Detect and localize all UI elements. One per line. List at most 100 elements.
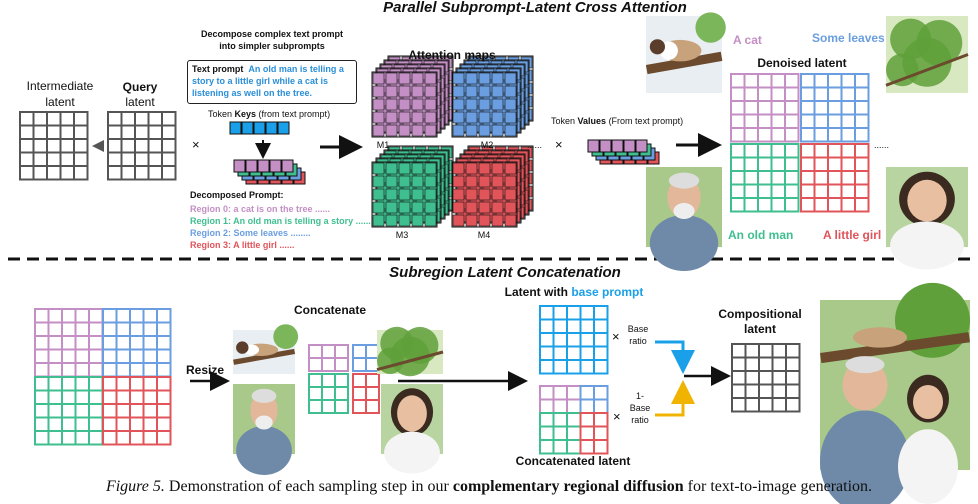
photo-cat xyxy=(645,12,726,93)
photo-girl xyxy=(886,167,968,270)
resized-cat-grid xyxy=(308,344,349,372)
latent-base-colored: base prompt xyxy=(571,285,644,299)
map-label-m2: M2 xyxy=(480,140,494,150)
arrow-cyan-icon xyxy=(655,340,695,374)
photo-leaves xyxy=(885,16,969,93)
ellipsis-dots-2: ...... xyxy=(874,140,890,150)
token-values-bold: Values xyxy=(577,116,607,126)
one-minus-1: 1- xyxy=(635,391,645,401)
arrow-right-icon xyxy=(92,140,104,152)
concat-leaves-grid xyxy=(579,385,609,414)
concat-girl-grid xyxy=(579,412,609,455)
bottom-quadrant-girl xyxy=(102,376,172,446)
latent-grids xyxy=(19,73,870,455)
text-prompt-box: Text prompt An old man is telling a stor… xyxy=(187,60,357,104)
photo-illustrations xyxy=(233,12,970,504)
compositional-label-1: Compositional xyxy=(718,307,802,321)
concat-cat-grid xyxy=(539,385,582,414)
attention-map-stacks xyxy=(371,55,534,228)
times-icon-3: × xyxy=(612,329,620,344)
decomposed-key-bar-3 xyxy=(233,159,294,173)
resized-man-grid xyxy=(308,373,349,414)
region-2: Region 2: Some leaves ........ xyxy=(190,228,311,238)
token-values-suffix: (From text prompt) xyxy=(606,116,684,126)
intermediate-latent-label-2: latent xyxy=(45,95,75,109)
concatenated-latent-label: Concatenated latent xyxy=(515,454,631,468)
denoised-quadrant-leaves xyxy=(800,73,870,143)
attention-map-m1 xyxy=(371,55,454,138)
times-icon-2: × xyxy=(555,137,563,152)
one-minus-2: Base xyxy=(629,403,651,413)
section-title-top: Parallel Subprompt-Latent Cross Attentio… xyxy=(383,0,687,16)
concatenate-label: Concatenate xyxy=(293,303,367,317)
map-label-m3: M3 xyxy=(395,230,409,240)
token-values-bar-3 xyxy=(587,139,648,153)
resized-girl-grid xyxy=(352,373,380,414)
caption-suffix: for text-to-image generation. xyxy=(683,478,873,495)
attention-map-m4-layer xyxy=(451,161,518,228)
denoised-latent-label: Denoised latent xyxy=(757,56,847,70)
token-values-prefix: Token xyxy=(551,116,578,126)
photo-man xyxy=(646,167,722,271)
times-icon: × xyxy=(192,137,200,152)
arrows xyxy=(92,133,731,417)
denoised-quadrant-man xyxy=(730,143,800,213)
region-0: Region 0: a cat is on the tree ...... xyxy=(190,204,331,214)
latent-base-label: Latent with base prompt xyxy=(504,285,644,299)
attention-map-m3 xyxy=(371,145,454,228)
section-title-bottom: Subregion Latent Concatenation xyxy=(389,264,621,281)
photo-girl-resized xyxy=(381,384,443,474)
token-values-label: Token Values (From text prompt) xyxy=(551,116,684,127)
base-ratio-1: Base xyxy=(627,324,649,334)
decompose-note-2: into simpler subprompts xyxy=(219,41,325,51)
resize-label: Resize xyxy=(185,363,225,377)
latent-base-prefix: Latent with xyxy=(504,285,572,299)
caption-mid: Demonstration of each sampling step in o… xyxy=(164,478,453,495)
ellipsis-dots: ...... xyxy=(527,140,543,150)
query-latent-label-2: latent xyxy=(125,95,155,109)
text-prompt-label: Text prompt xyxy=(192,64,244,74)
denoised-quadrant-girl xyxy=(800,143,870,213)
resized-leaves-grid xyxy=(352,344,380,372)
intermediate-latent-grid xyxy=(19,111,89,181)
map-label-m1: M1 xyxy=(376,140,390,150)
photo-composite xyxy=(820,282,970,504)
label-little-girl: A little girl xyxy=(823,228,882,242)
attention-maps-label: Attention maps xyxy=(408,48,496,62)
bottom-quadrant-leaves xyxy=(102,308,172,378)
query-latent-label-1: Query xyxy=(122,80,158,94)
photo-leaves-resized xyxy=(376,326,444,377)
token-keys-bold: Keys xyxy=(234,109,257,119)
figure-caption: Figure 5. Demonstration of each sampling… xyxy=(0,478,978,496)
token-keys-label: Token Keys (from text prompt) xyxy=(208,109,330,120)
label-a-cat: A cat xyxy=(733,33,762,47)
text-prompt-value: An old man is telling a story to a littl… xyxy=(192,64,344,98)
decomposed-prompt-label: Decomposed Prompt: xyxy=(190,190,284,200)
caption-bold: complementary regional diffusion xyxy=(452,478,684,495)
label-some-leaves: Some leaves xyxy=(812,31,885,45)
base-ratio-2: ratio xyxy=(629,336,647,346)
bottom-quadrant-man xyxy=(34,376,104,446)
compositional-label-2: latent xyxy=(743,322,777,336)
label-old-man: An old man xyxy=(728,228,794,242)
attention-map-m1-layer xyxy=(371,71,438,138)
one-minus-3: ratio xyxy=(631,415,649,425)
intermediate-latent-label-1: Intermediate xyxy=(26,79,94,93)
map-label-m4: M4 xyxy=(477,230,491,240)
base-prompt-latent-grid xyxy=(539,305,609,375)
times-icon-4: × xyxy=(613,409,621,424)
attention-map-m2-layer xyxy=(451,71,518,138)
bottom-quadrant-cat xyxy=(34,308,104,378)
token-bars xyxy=(229,121,660,185)
caption-prefix: Figure 5. xyxy=(105,478,165,495)
attention-map-m2 xyxy=(451,55,534,138)
region-1: Region 1: An old man is telling a story … xyxy=(190,216,371,226)
query-latent-grid xyxy=(107,111,177,181)
token-keys-bar xyxy=(229,121,290,135)
denoised-quadrant-cat xyxy=(730,73,800,143)
photo-man-resized xyxy=(233,384,295,475)
arrow-yellow-icon xyxy=(655,380,695,417)
attention-map-m4 xyxy=(451,145,534,228)
decompose-note-1: Decompose complex text prompt xyxy=(200,29,344,39)
